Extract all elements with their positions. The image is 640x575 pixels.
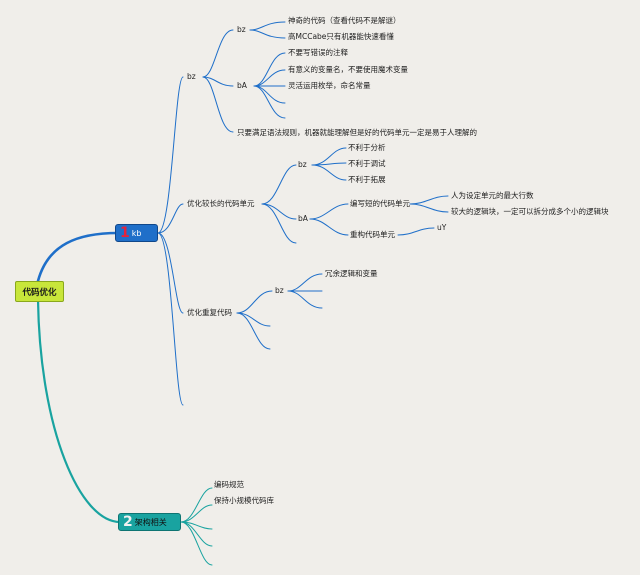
root-label: 代码优化 [22,287,57,298]
node-coding-standards[interactable]: 编码规范 [214,480,244,489]
node-write-short-units[interactable]: 编写短的代码单元 [350,199,410,208]
node-refactor-units[interactable]: 重构代码单元 [350,230,395,239]
node-bz-3a[interactable]: bz [275,286,284,295]
node-hard-to-debug[interactable]: 不利于调试 [348,159,386,168]
node-redundant-logic[interactable]: 冗余逻辑和变量 [325,269,378,278]
node-max-lines[interactable]: 人为设定单元的最大行数 [451,191,534,200]
connector-root-branch2 [36,298,122,524]
branch1-number: 1 [120,225,130,241]
node-optimize-long-units[interactable]: 优化较长的代码单元 [187,199,255,208]
node-mysterious-code[interactable]: 神奇的代码（查看代码不是解谜） [288,16,401,25]
node-high-mccabe[interactable]: 高MCCabe只有机器能快速看懂 [288,32,394,41]
node-ba-2b[interactable]: bA [298,214,308,223]
node-bz-2a[interactable]: bz [298,160,307,169]
node-bz-1a[interactable]: bz [237,25,246,34]
branch2-label: 架构相关 [134,517,167,527]
connector-root-branch1 [36,231,120,283]
node-split-logic-blocks[interactable]: 较大的逻辑块，一定可以拆分成多个小的逻辑块 [451,207,609,216]
branch1-node[interactable]: 1 kb [115,224,158,242]
node-human-readable[interactable]: 只要满足语法规则，机器就能理解但是好的代码单元一定是易于人理解的 [237,128,477,137]
node-hard-to-analyze[interactable]: 不利于分析 [348,143,386,152]
node-meaningful-names[interactable]: 有意义的变量名，不要使用魔术变量 [288,65,408,74]
node-small-codebase[interactable]: 保持小规模代码库 [214,496,274,505]
node-ba-1b[interactable]: bA [237,81,247,90]
root-node[interactable]: 代码优化 [15,281,64,302]
branch1-label: kb [131,228,142,238]
node-optimize-duplicate-code[interactable]: 优化重复代码 [187,308,232,317]
branch2-number: 2 [123,514,133,530]
node-use-enums[interactable]: 灵活运用枚举，命名常量 [288,81,371,90]
node-uy[interactable]: uY [437,223,447,232]
branch2-node[interactable]: 2 架构相关 [118,513,181,531]
node-no-wrong-comments[interactable]: 不要写错误的注释 [288,48,348,57]
node-bz-1[interactable]: bz [187,72,196,81]
node-hard-to-extend[interactable]: 不利于拓展 [348,175,386,184]
